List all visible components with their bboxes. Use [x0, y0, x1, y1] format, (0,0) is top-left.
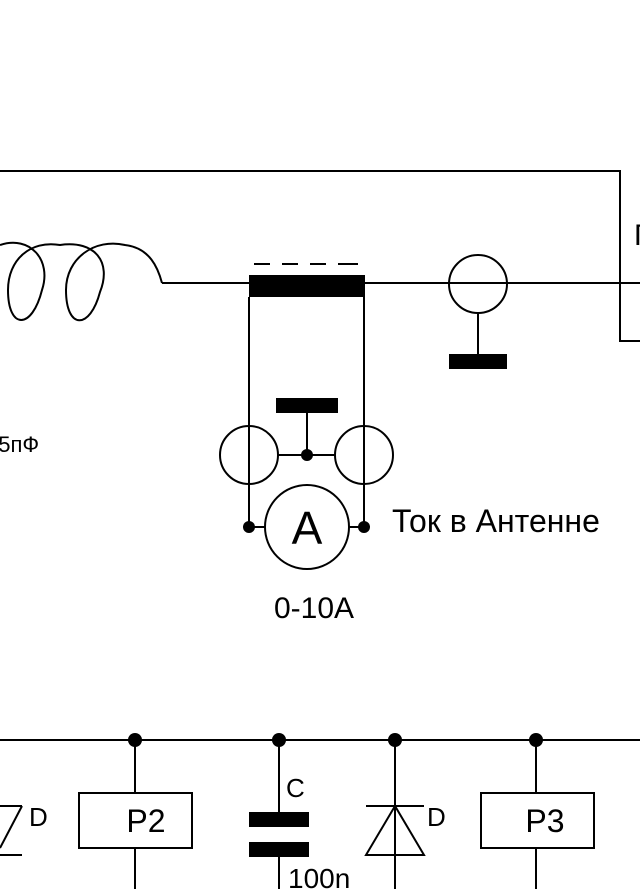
ammeter: A [243, 484, 370, 570]
current-transformer [248, 263, 365, 527]
diode-right [364, 740, 426, 889]
meter-range: 0-10A [274, 592, 354, 625]
top-wire [0, 170, 640, 342]
inductor-coil [0, 241, 163, 322]
diode-right-label: D [427, 802, 446, 832]
relay-p3-label: P3 [525, 803, 564, 839]
relay-p2: P2 [78, 740, 193, 889]
capacitor [249, 740, 309, 889]
diode-left [0, 805, 23, 856]
capacitor-value: 100n [288, 863, 350, 889]
ground-symbol [448, 254, 508, 369]
capacitor-letter: C [286, 773, 305, 803]
capacitance-label: 55пФ [0, 432, 39, 457]
relay-p3: P3 [480, 740, 595, 889]
meter-symbol: A [292, 502, 323, 554]
relay-p2-label: P2 [126, 803, 165, 839]
cut-off-letter: Г [634, 219, 640, 252]
meter-caption: Ток в Антенне [392, 503, 600, 539]
diode-left-label: D [29, 802, 48, 832]
thermocouple [219, 398, 394, 485]
